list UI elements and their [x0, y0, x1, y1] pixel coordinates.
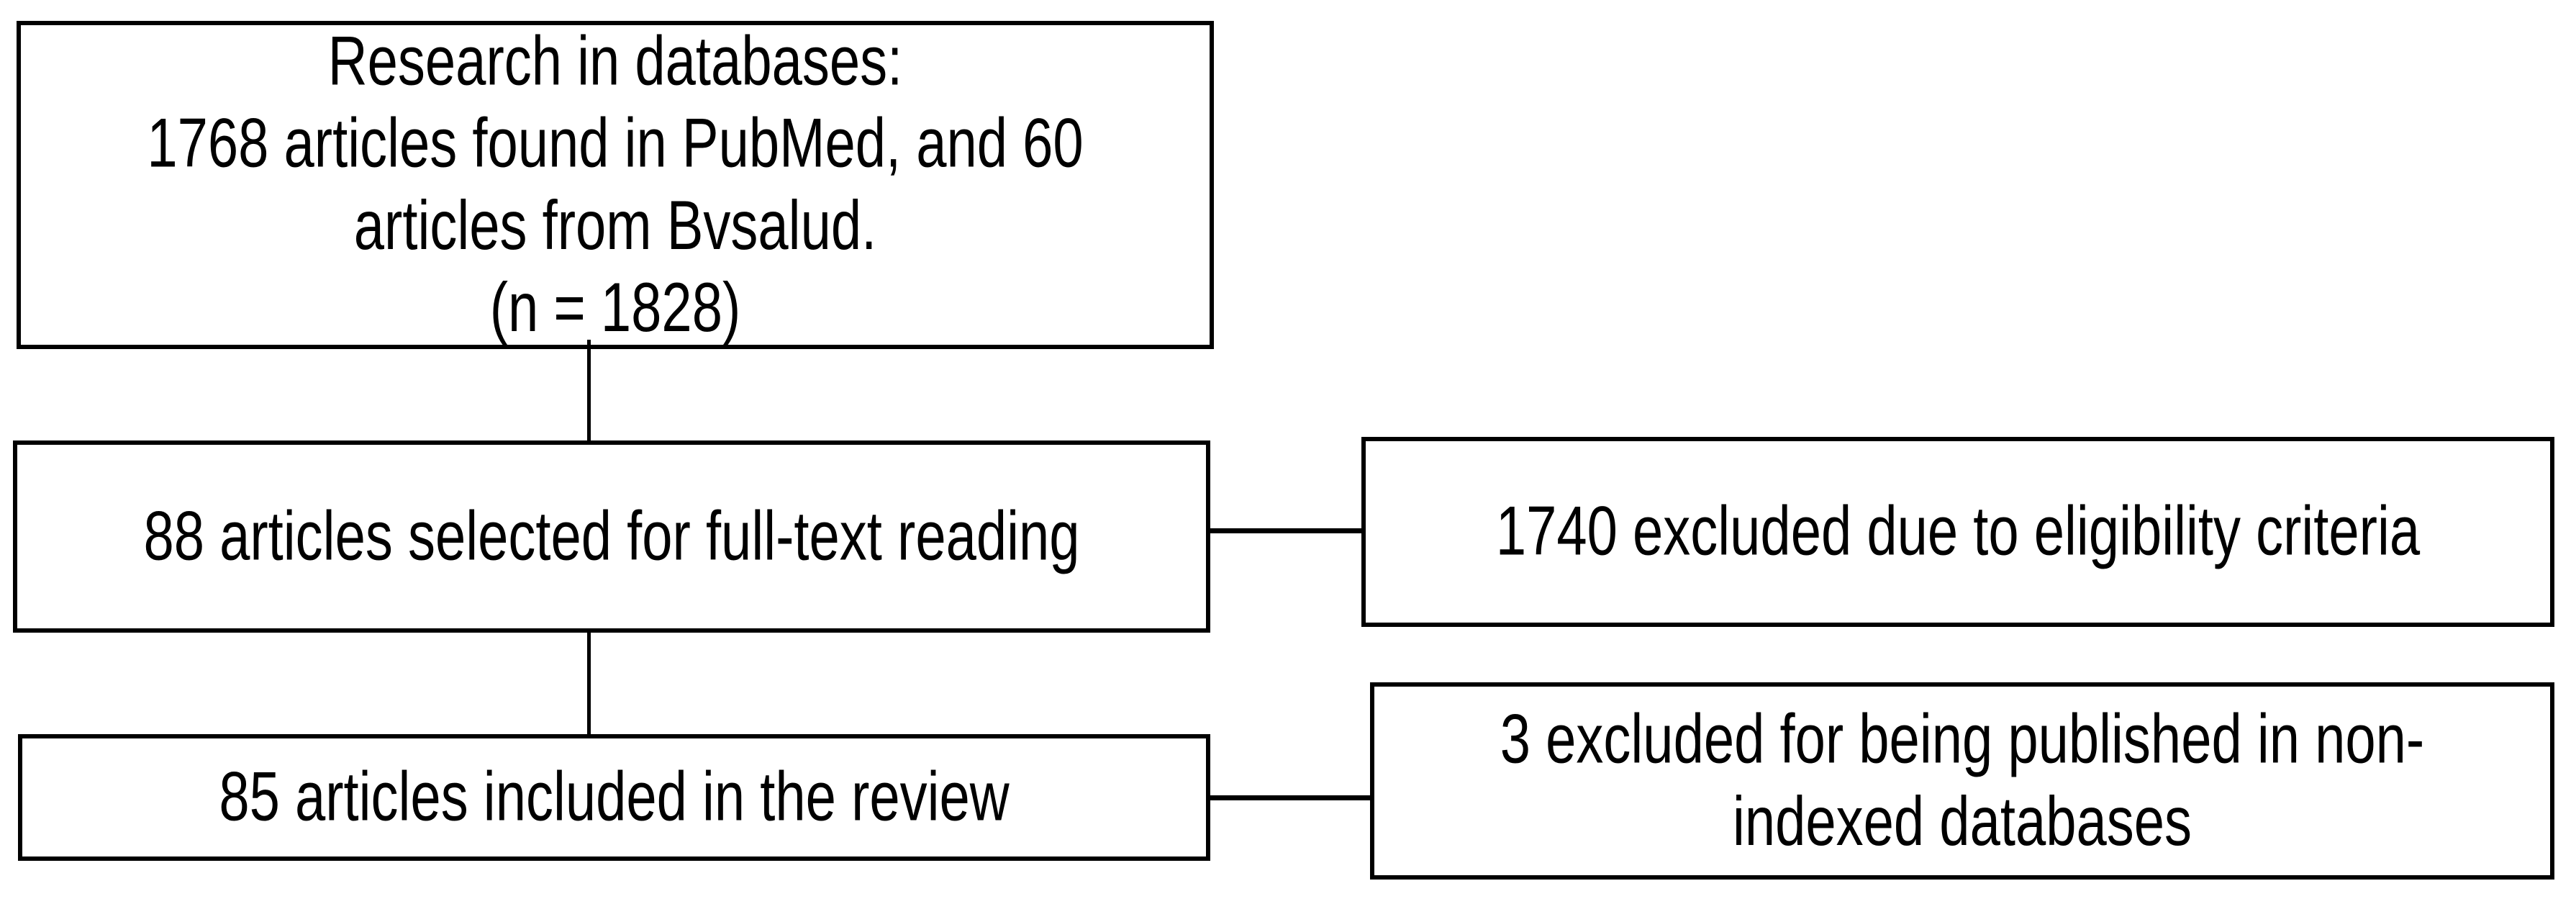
connector-included-to-excluded	[1209, 795, 1371, 800]
flow-box-database-search-text: Research in databases: 1768 articles fou…	[147, 20, 1083, 349]
connector-database-to-fulltext	[587, 340, 591, 444]
text-line: 1740 excluded due to eligibility criteri…	[1495, 492, 2421, 571]
text-line: (n = 1828)	[489, 268, 741, 347]
text-line: indexed databases	[1732, 782, 2192, 861]
connector-fulltext-to-excluded	[1209, 528, 1363, 533]
flow-box-fulltext-selected-text: 88 articles selected for full-text readi…	[143, 495, 1079, 577]
text-line: 85 articles included in the review	[219, 758, 1010, 836]
text-line: 88 articles selected for full-text readi…	[143, 497, 1080, 575]
flow-box-database-search: Research in databases: 1768 articles fou…	[17, 21, 1214, 349]
connector-fulltext-to-included	[587, 631, 591, 738]
flow-box-excluded-eligibility: 1740 excluded due to eligibility criteri…	[1361, 437, 2554, 627]
flow-box-included-review: 85 articles included in the review	[18, 734, 1210, 861]
text-line: Research in databases:	[327, 22, 903, 100]
flow-box-included-review-text: 85 articles included in the review	[219, 756, 1009, 839]
text-line: 1768 articles found in PubMed, and 60	[147, 104, 1084, 183]
flow-box-fulltext-selected: 88 articles selected for full-text readi…	[13, 440, 1210, 633]
flow-box-excluded-eligibility-text: 1740 excluded due to eligibility criteri…	[1496, 491, 2420, 573]
flow-box-excluded-nonindexed-text: 3 excluded for being published in non- i…	[1500, 699, 2424, 864]
text-line: 3 excluded for being published in non-	[1500, 700, 2425, 779]
text-line: articles from Bvsalud.	[353, 186, 877, 265]
flow-box-excluded-nonindexed: 3 excluded for being published in non- i…	[1370, 682, 2554, 880]
